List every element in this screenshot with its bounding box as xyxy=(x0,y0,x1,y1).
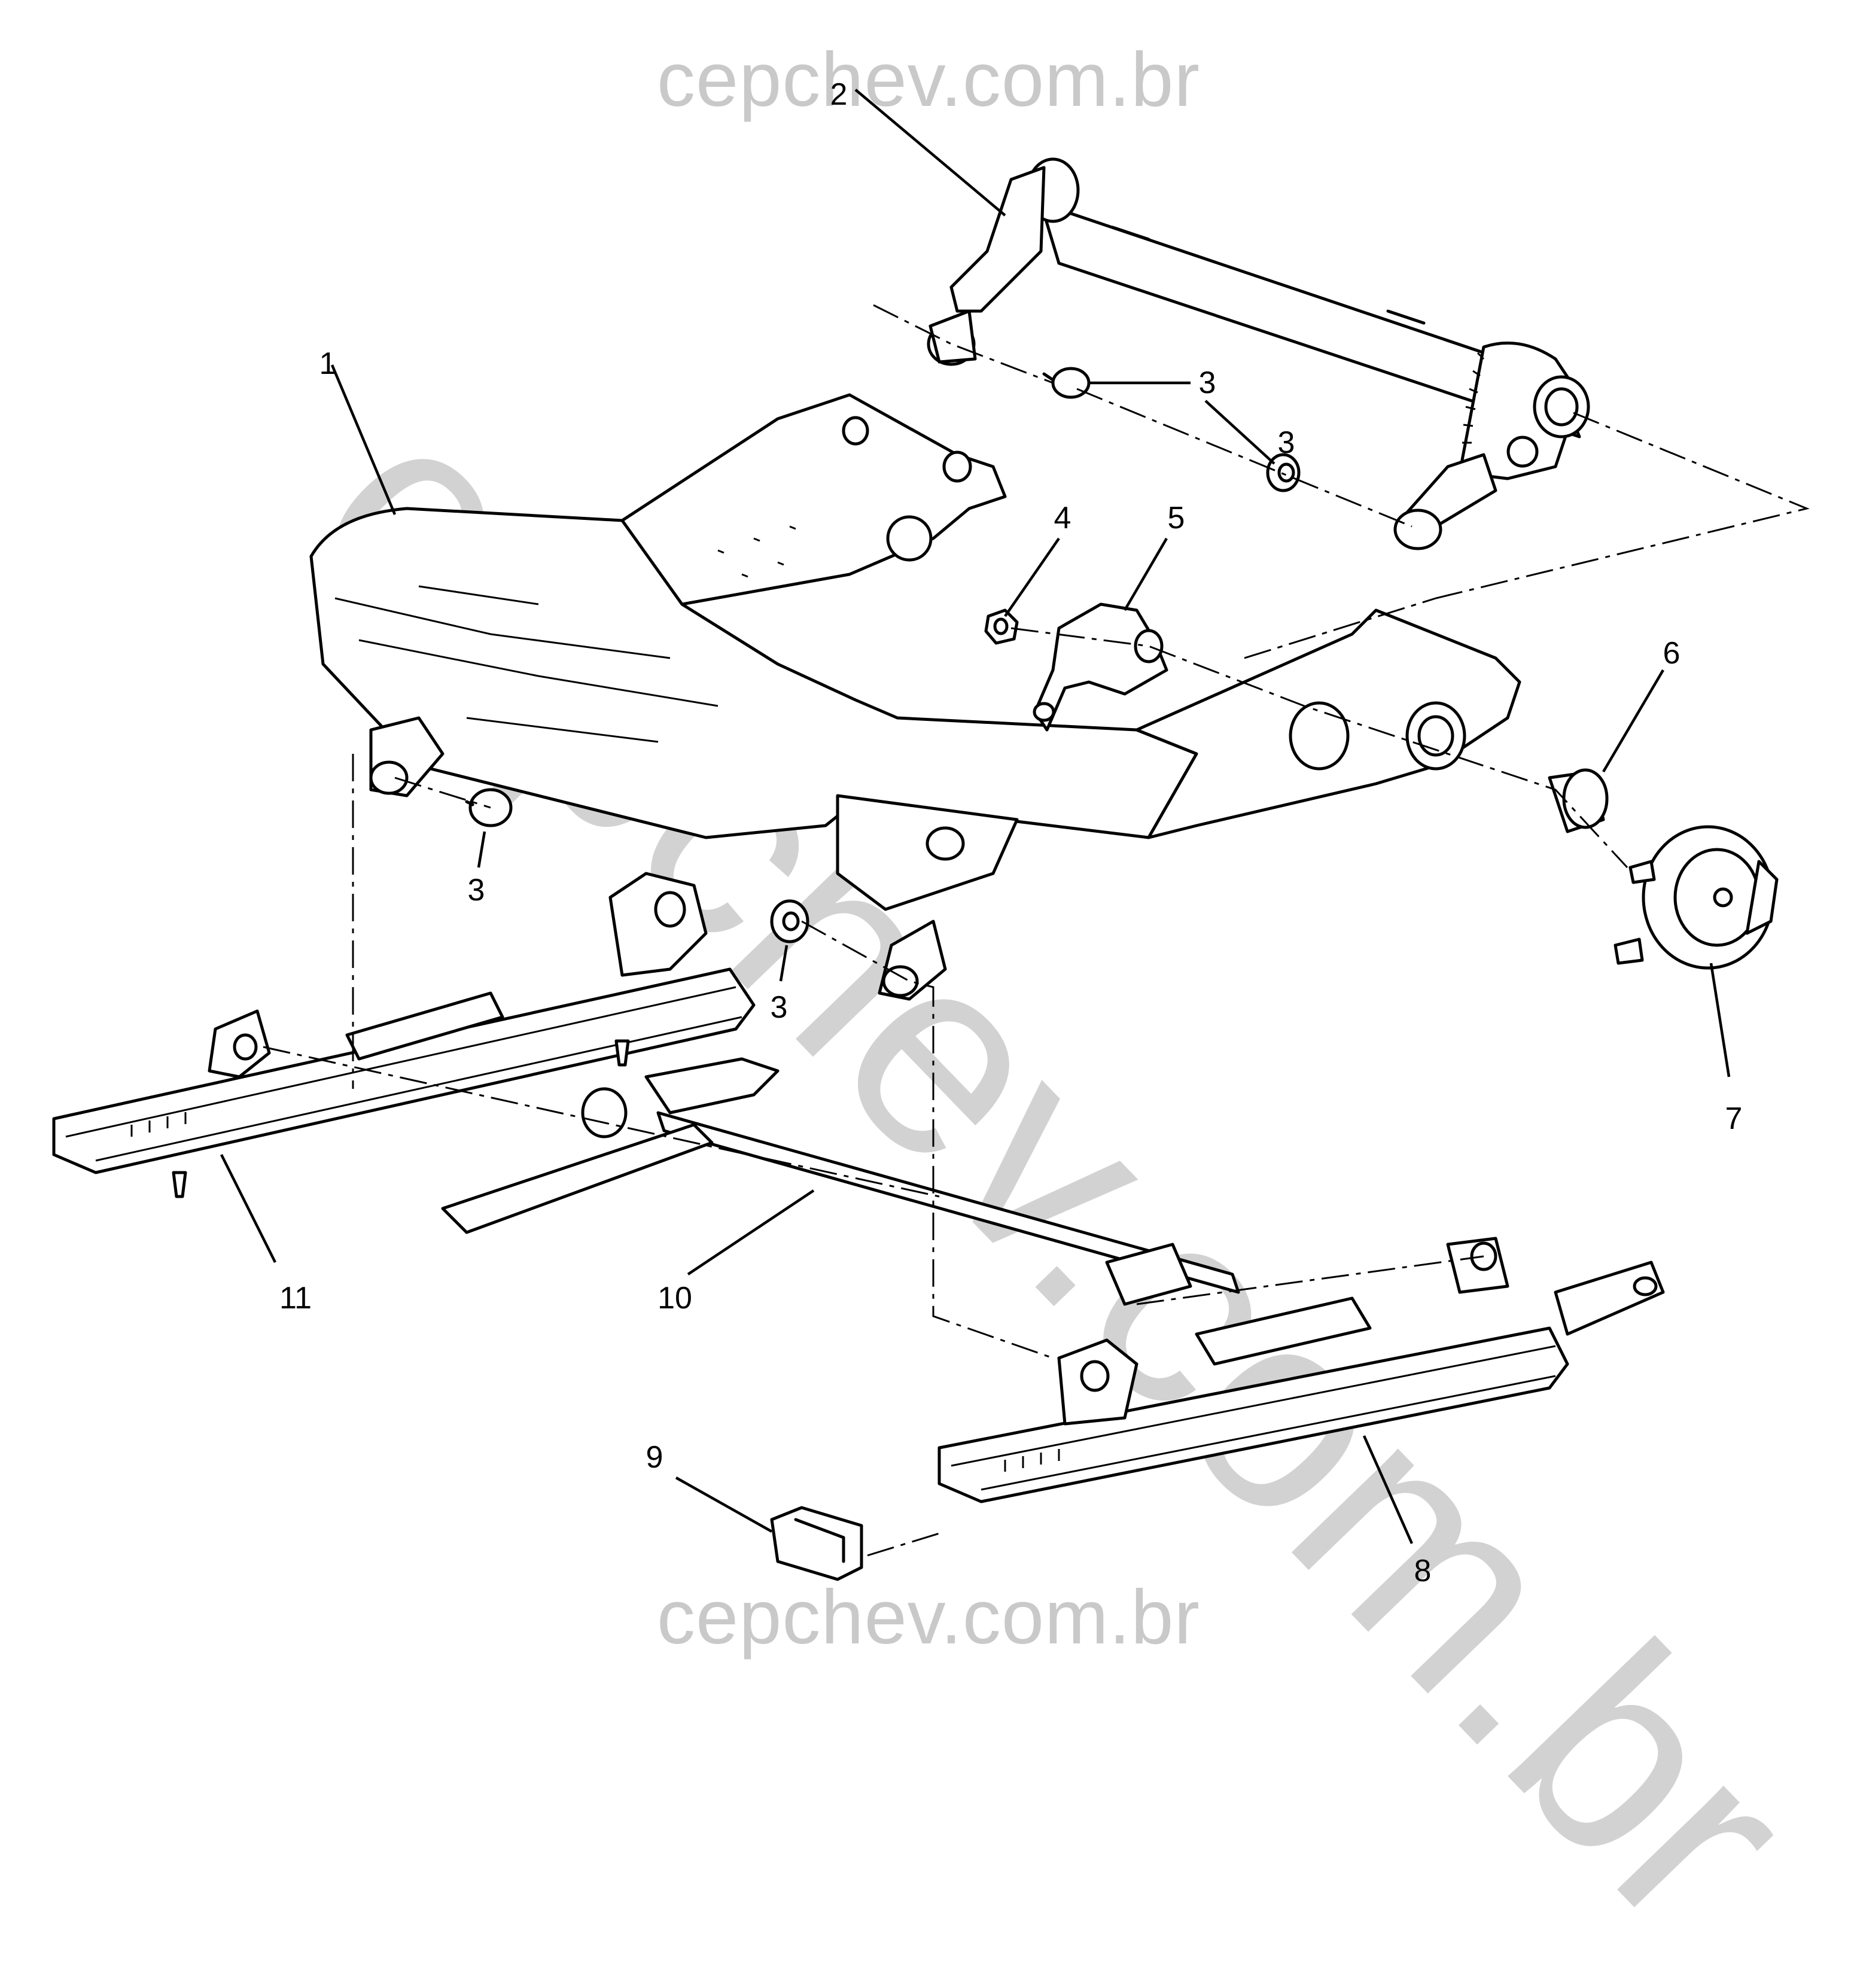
part-9-end-cap xyxy=(770,1506,863,1581)
part-3-bolt-b xyxy=(1266,453,1301,492)
assembly-lines xyxy=(263,304,1810,1557)
exploded-diagram: cepchev.com.br cepchev.com.br cepchev.co… xyxy=(52,37,1852,1984)
callout-3: 3 xyxy=(1277,425,1295,460)
part-11-left-seat-track xyxy=(52,872,756,1198)
part-4-nut xyxy=(984,608,1019,645)
parts-drawing xyxy=(52,89,1810,1581)
part-3-bolt-d xyxy=(770,899,809,943)
watermark-top: cepchev.com.br xyxy=(657,37,1200,123)
part-1-seat-frame xyxy=(309,393,1521,1001)
part-6-bushing xyxy=(1548,768,1609,833)
part-8-right-seat-track xyxy=(937,1237,1665,1503)
callout-1: 1 xyxy=(319,346,337,381)
callout-3: 3 xyxy=(1198,366,1216,400)
watermark-bottom: cepchev.com.br xyxy=(657,1575,1200,1660)
callout-8: 8 xyxy=(1414,1554,1432,1588)
leader-lines xyxy=(220,89,1731,1544)
callout-2: 2 xyxy=(830,77,848,112)
part-5-bracket xyxy=(1033,602,1168,732)
callout-11: 11 xyxy=(279,1281,312,1316)
part-2-rear-pivot-tube xyxy=(927,157,1590,550)
callout-5: 5 xyxy=(1167,501,1185,535)
callout-4: 4 xyxy=(1054,501,1071,535)
part-7-recliner-mechanism xyxy=(1614,825,1779,970)
callout-10: 10 xyxy=(657,1281,692,1316)
part-10-cross-tube xyxy=(441,1057,1240,1306)
callout-3: 3 xyxy=(770,990,788,1025)
callout-9: 9 xyxy=(646,1440,663,1475)
callout-7: 7 xyxy=(1725,1101,1743,1136)
callout-3: 3 xyxy=(467,873,485,908)
callout-6: 6 xyxy=(1663,636,1681,671)
